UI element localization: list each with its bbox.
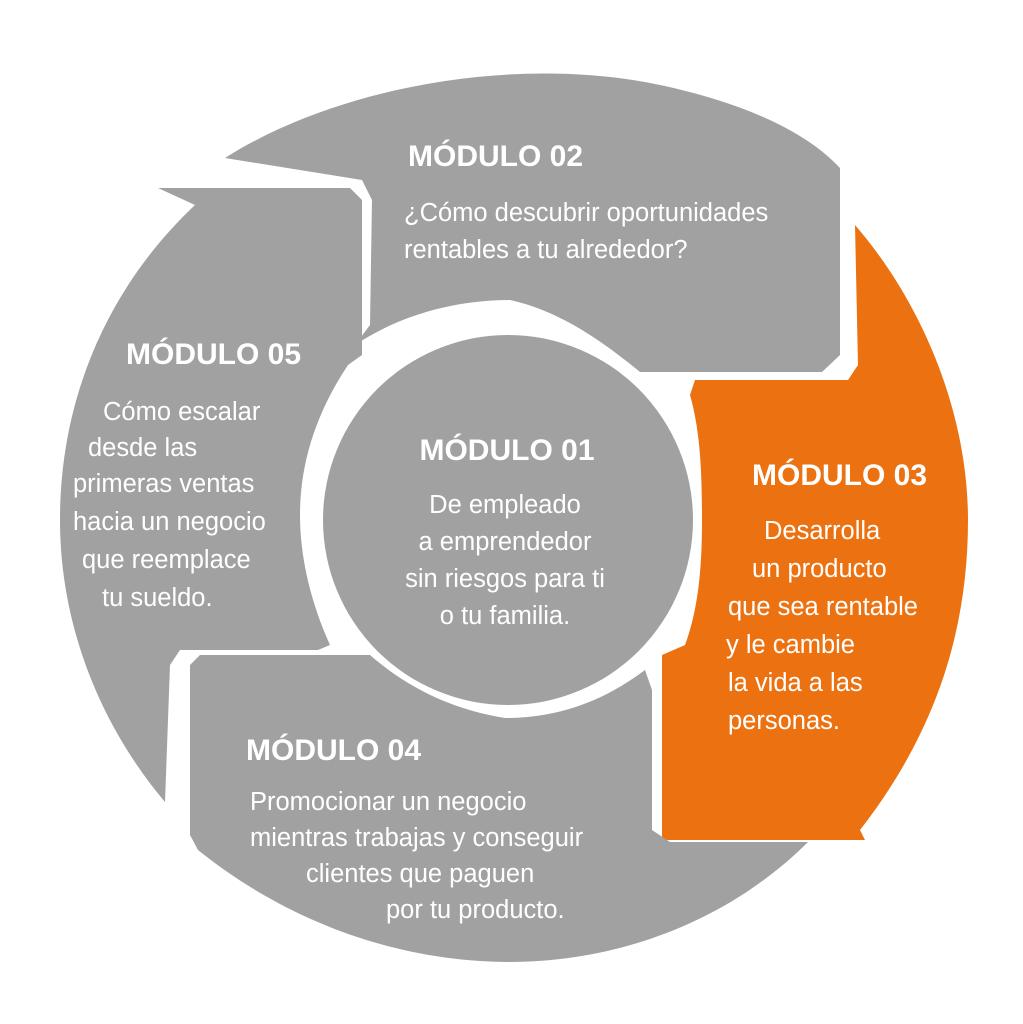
module-01-line: a emprendedor — [419, 528, 592, 556]
module-05-line: desde las — [88, 434, 197, 462]
module-05-line: hacia un negocio — [73, 508, 266, 536]
module-01-line: o tu familia. — [440, 602, 570, 630]
module-04-segment — [190, 655, 808, 962]
module-03-line: que sea rentable — [728, 593, 918, 621]
module-03-line: Desarrolla — [764, 517, 881, 545]
module-05-line: Cómo escalar — [103, 398, 261, 426]
module-05-line: que reemplace — [82, 546, 251, 574]
module-01-title: MÓDULO 01 — [419, 433, 594, 467]
module-05-line: primeras ventas — [73, 470, 254, 498]
module-01-center-circle — [323, 335, 693, 705]
module-04-line: Promocionar un negocio — [250, 788, 526, 816]
module-05-segment — [60, 188, 362, 802]
module-05-line: tu sueldo. — [102, 584, 213, 612]
module-03-title: MÓDULO 03 — [752, 458, 927, 492]
module-04-line: por tu producto. — [386, 896, 565, 924]
module-05-title: MÓDULO 05 — [126, 337, 301, 371]
module-04-title: MÓDULO 04 — [246, 733, 421, 767]
module-02-title: MÓDULO 02 — [408, 139, 583, 173]
module-04-line: mientras trabajas y conseguir — [250, 824, 584, 852]
module-03-line: personas. — [728, 707, 840, 735]
module-02-segment — [225, 73, 840, 372]
module-02-line: ¿Cómo descubrir oportunidades — [404, 199, 768, 227]
module-03-line: y le cambie — [726, 631, 855, 659]
module-01-line: sin riesgos para ti — [405, 565, 605, 593]
module-03-segment — [662, 225, 968, 840]
module-03-line: un producto — [752, 555, 887, 583]
module-04-line: clientes que paguen — [306, 860, 534, 888]
module-02-line: rentables a tu alrededor? — [404, 236, 688, 264]
module-03-line: la vida a las — [728, 669, 863, 697]
module-01-line: De empleado — [429, 491, 581, 519]
